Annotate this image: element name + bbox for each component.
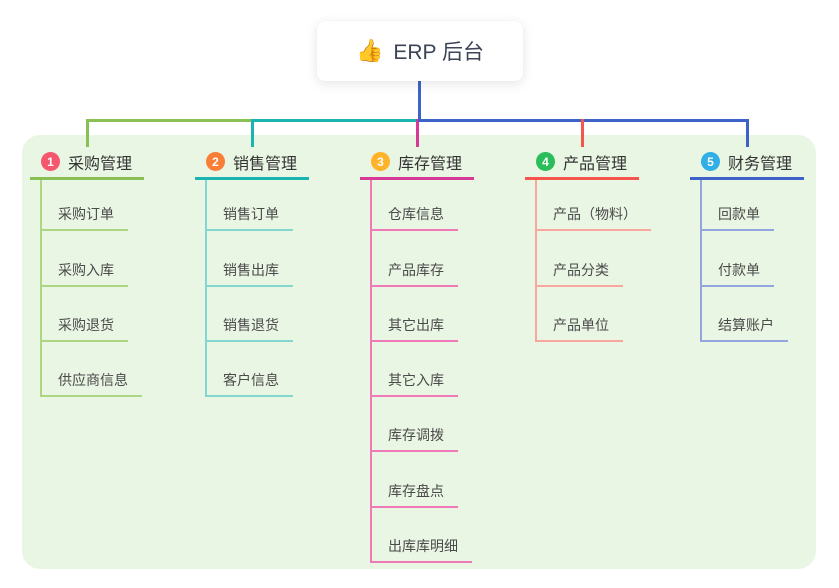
child-node-label[interactable]: 产品单位: [537, 316, 623, 342]
child-node: 销售出库: [207, 231, 309, 287]
branch-number-badge: 3: [371, 152, 390, 171]
child-node: 回款单: [702, 180, 804, 232]
connector-drop-inventory: [416, 119, 419, 147]
branch-children: 回款单 付款单 结算账户: [700, 180, 804, 342]
branch-product: 4 产品管理 产品（物料） 产品分类 产品单位: [525, 150, 651, 342]
connector-root-drop: [418, 81, 421, 122]
child-node-label[interactable]: 供应商信息: [42, 371, 142, 398]
child-node: 库存调拨: [372, 397, 474, 453]
child-node-label[interactable]: 出库库明细: [372, 537, 472, 564]
child-node-label[interactable]: 库存调拨: [372, 426, 458, 453]
branch-title-sales[interactable]: 2 销售管理: [195, 150, 309, 180]
branch-title-finance[interactable]: 5 财务管理: [690, 150, 804, 180]
root-node[interactable]: 👍 ERP 后台: [317, 21, 523, 81]
connector-drop-sales: [251, 119, 254, 147]
thumbs-up-icon: 👍: [355, 38, 384, 63]
child-node-label[interactable]: 销售出库: [207, 261, 293, 287]
child-node: 销售订单: [207, 180, 309, 232]
child-node: 采购退货: [42, 287, 144, 342]
branch-title-purchase[interactable]: 1 采购管理: [30, 150, 144, 180]
child-node: 产品分类: [537, 231, 639, 287]
branch-number-badge: 5: [701, 152, 720, 171]
connector-trunk-green: [86, 119, 254, 122]
connector-trunk-teal: [251, 119, 420, 122]
branch-children: 销售订单 销售出库 销售退货 客户信息: [205, 180, 309, 398]
child-node: 结算账户: [702, 287, 804, 342]
child-node-label[interactable]: 销售退货: [207, 316, 293, 342]
child-node-label[interactable]: 采购退货: [42, 316, 128, 342]
child-node-label[interactable]: 采购入库: [42, 261, 128, 287]
connector-drop-finance: [746, 119, 749, 147]
child-node: 其它入库: [372, 342, 474, 398]
branches-panel: [22, 135, 816, 569]
child-node-label[interactable]: 其它出库: [372, 316, 458, 342]
child-node-label[interactable]: 结算账户: [702, 316, 788, 342]
branch-label: 产品管理: [563, 155, 628, 173]
child-node-label[interactable]: 回款单: [702, 205, 774, 232]
child-node-label[interactable]: 其它入库: [372, 371, 458, 398]
branch-label: 库存管理: [398, 155, 463, 173]
child-node: 产品单位: [537, 287, 639, 342]
branch-inventory: 3 库存管理 仓库信息 产品库存 其它出库 其它入库 库存调拨 库存盘点 出库库…: [360, 150, 474, 564]
branch-number-badge: 4: [536, 152, 555, 171]
branch-purchase: 1 采购管理 采购订单 采购入库 采购退货 供应商信息: [30, 150, 144, 398]
child-node: 产品（物料）: [537, 180, 651, 232]
branch-finance: 5 财务管理 回款单 付款单 结算账户: [690, 150, 804, 342]
child-node-label[interactable]: 库存盘点: [372, 482, 458, 508]
child-node-label[interactable]: 仓库信息: [372, 205, 458, 232]
branch-children: 采购订单 采购入库 采购退货 供应商信息: [40, 180, 144, 398]
child-node: 采购入库: [42, 231, 144, 287]
child-node: 出库库明细: [372, 508, 474, 564]
child-node-label[interactable]: 产品分类: [537, 261, 623, 287]
child-node: 其它出库: [372, 287, 474, 342]
child-node-label[interactable]: 客户信息: [207, 371, 293, 398]
child-node-label[interactable]: 销售订单: [207, 205, 293, 232]
child-node: 供应商信息: [42, 342, 144, 398]
root-node-label: ERP 后台: [393, 41, 485, 64]
branch-children: 产品（物料） 产品分类 产品单位: [535, 180, 651, 342]
branch-children: 仓库信息 产品库存 其它出库 其它入库 库存调拨 库存盘点 出库库明细: [370, 180, 474, 564]
branch-title-product[interactable]: 4 产品管理: [525, 150, 639, 180]
child-node: 库存盘点: [372, 452, 474, 508]
branch-number-badge: 2: [206, 152, 225, 171]
connector-drop-purchase: [86, 119, 89, 147]
child-node-label[interactable]: 产品库存: [372, 261, 458, 287]
child-node: 采购订单: [42, 180, 144, 232]
child-node: 付款单: [702, 231, 804, 287]
child-node-label[interactable]: 付款单: [702, 261, 774, 287]
branch-title-inventory[interactable]: 3 库存管理: [360, 150, 474, 180]
branch-label: 财务管理: [728, 155, 793, 173]
branch-number-badge: 1: [41, 152, 60, 171]
branch-label: 采购管理: [68, 155, 133, 173]
child-node: 销售退货: [207, 287, 309, 342]
branch-label: 销售管理: [233, 155, 298, 173]
child-node: 客户信息: [207, 342, 309, 398]
connector-drop-product: [581, 119, 584, 147]
child-node: 产品库存: [372, 231, 474, 287]
child-node: 仓库信息: [372, 180, 474, 232]
child-node-label[interactable]: 采购订单: [42, 205, 128, 232]
child-node-label[interactable]: 产品（物料）: [537, 205, 651, 232]
branch-sales: 2 销售管理 销售订单 销售出库 销售退货 客户信息: [195, 150, 309, 398]
